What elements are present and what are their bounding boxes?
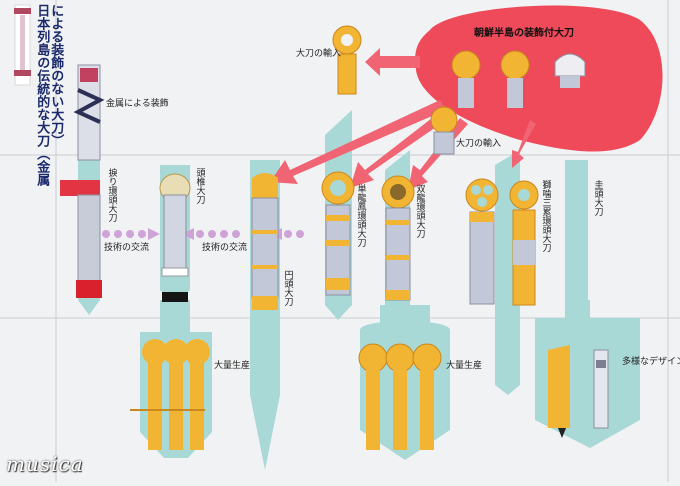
- korea-title: 朝鮮半島の装飾付大刀: [474, 28, 574, 39]
- left-red-bar: [14, 4, 31, 86]
- sword-label-neji: 捩り環頭大刀: [106, 168, 117, 222]
- label-import-top: 大刀の輸入: [296, 49, 342, 59]
- sword-metal-decoration: [73, 64, 105, 161]
- label-metal-decoration: 金属による装飾: [106, 99, 169, 109]
- sword-neji: [60, 180, 102, 298]
- label-import-mid: 大刀の輸入: [456, 139, 502, 149]
- label-mass-production-left: 大量生産: [214, 361, 251, 371]
- title-vertical-2: による装飾のない大刀）: [48, 4, 64, 147]
- sword-label-ryuhou: 単龍鳳環頭大刀: [355, 184, 366, 247]
- imported-sword-mid: [430, 106, 458, 155]
- mass-production-right: [358, 343, 442, 450]
- mass-production-left: [130, 339, 210, 450]
- signature-watermark: musica: [6, 452, 84, 476]
- label-exchange-right: 技術の交流: [202, 243, 248, 253]
- imported-sword-top: [332, 25, 362, 95]
- title-vertical-1: 日本列島の伝統的な大刀（金属: [34, 4, 50, 186]
- sword-label-kabutsuchi: 頭椎大刀: [194, 168, 205, 204]
- sword-kabutsuchi: [159, 173, 191, 302]
- sword-souryu: [381, 175, 415, 301]
- sword-label-entou: 円頭大刀: [282, 270, 293, 306]
- various-designs: [548, 345, 609, 438]
- sword-shishi: [465, 178, 539, 306]
- korea-region-blob: [415, 5, 663, 152]
- sword-label-kiku: 圭頭大刀: [592, 180, 603, 216]
- sword-ryuhou: [321, 171, 355, 296]
- sword-entou: [251, 173, 279, 310]
- label-various-designs: 多様なデザイン: [622, 357, 680, 367]
- label-exchange-left: 技術の交流: [104, 243, 150, 253]
- korea-swords: [451, 50, 586, 108]
- label-mass-production-right: 大量生産: [446, 361, 483, 371]
- sword-label-shishi: 獅噛三累環頭大刀: [540, 180, 551, 252]
- sword-label-souryu: 双龍環頭大刀: [414, 184, 425, 238]
